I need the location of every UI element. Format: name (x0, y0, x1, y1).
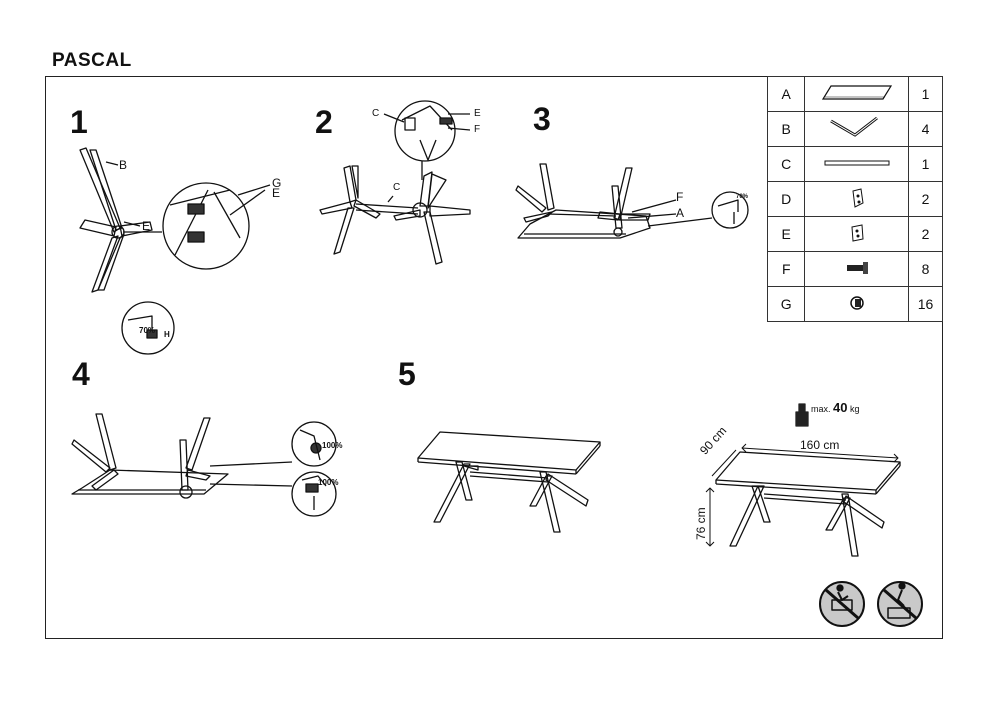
dimension-length: 160 cm (800, 438, 840, 452)
callout-label: E (142, 219, 151, 233)
callout-label: F (474, 124, 481, 135)
part-letter: A (766, 76, 806, 112)
step5-table-illustration (417, 431, 601, 533)
part-letter: B (766, 111, 806, 147)
step-number-3: 3 (533, 101, 551, 137)
max-load-unit: kg (850, 404, 860, 414)
tool-label: H (164, 330, 170, 339)
part-qty: 1 (908, 76, 943, 112)
part-letter: E (766, 216, 806, 252)
parts-row: A 1 (766, 76, 943, 112)
product-title: PASCAL (52, 50, 132, 71)
callout-label: C (372, 108, 380, 119)
callout-label: E (474, 108, 481, 119)
torque-label: 70% (139, 326, 156, 335)
max-load-label: max. 40 kg (797, 400, 860, 415)
no-stand-on-table-icon (877, 581, 923, 627)
max-load-value: 40 (833, 400, 848, 415)
callout-label: F (676, 190, 684, 204)
parts-row: E 2 (766, 216, 943, 252)
part-letter: C (766, 146, 806, 182)
part-letter: D (766, 181, 806, 217)
torque-label: 70% (736, 194, 749, 200)
torque-label: 100% (318, 478, 339, 487)
callout-label: E (272, 186, 281, 200)
step2-frame-illustration (319, 100, 471, 265)
parts-row: C 1 (766, 146, 943, 182)
callout-label: A (676, 206, 685, 220)
parts-row: G 16 (766, 286, 943, 322)
callout-label: B (119, 158, 128, 172)
part-qty: 16 (908, 286, 943, 322)
torque-label: 100% (322, 441, 343, 450)
part-qty: 2 (908, 181, 943, 217)
step3-top-illustration (515, 163, 749, 239)
dimension-height: 76 cm (694, 507, 708, 540)
callout-label: C (393, 182, 401, 193)
parts-row: F 8 (766, 251, 943, 287)
step-number-4: 4 (72, 356, 90, 392)
instruction-frame (45, 76, 943, 639)
callout-label: G (272, 176, 282, 190)
step-number-1: 1 (70, 104, 88, 140)
max-load-prefix: max. (811, 404, 831, 414)
parts-row: D 2 (766, 181, 943, 217)
screw-icon (804, 286, 910, 322)
no-climb-table-icon (819, 581, 865, 627)
part-letter: G (766, 286, 806, 322)
weight-icon (795, 403, 809, 427)
step4-illustration (71, 413, 337, 517)
part-letter: F (766, 251, 806, 287)
step-number-2: 2 (315, 104, 333, 140)
dimension-table-illustration (705, 443, 901, 557)
step1-leg-illustration (79, 147, 271, 355)
part-qty: 1 (908, 146, 943, 182)
part-qty: 2 (908, 216, 943, 252)
step-number-5: 5 (398, 356, 416, 392)
parts-table: A 1 B 4 C 1 D 2 E 2 F 8 (766, 76, 943, 322)
bracket-e-icon (804, 216, 910, 252)
